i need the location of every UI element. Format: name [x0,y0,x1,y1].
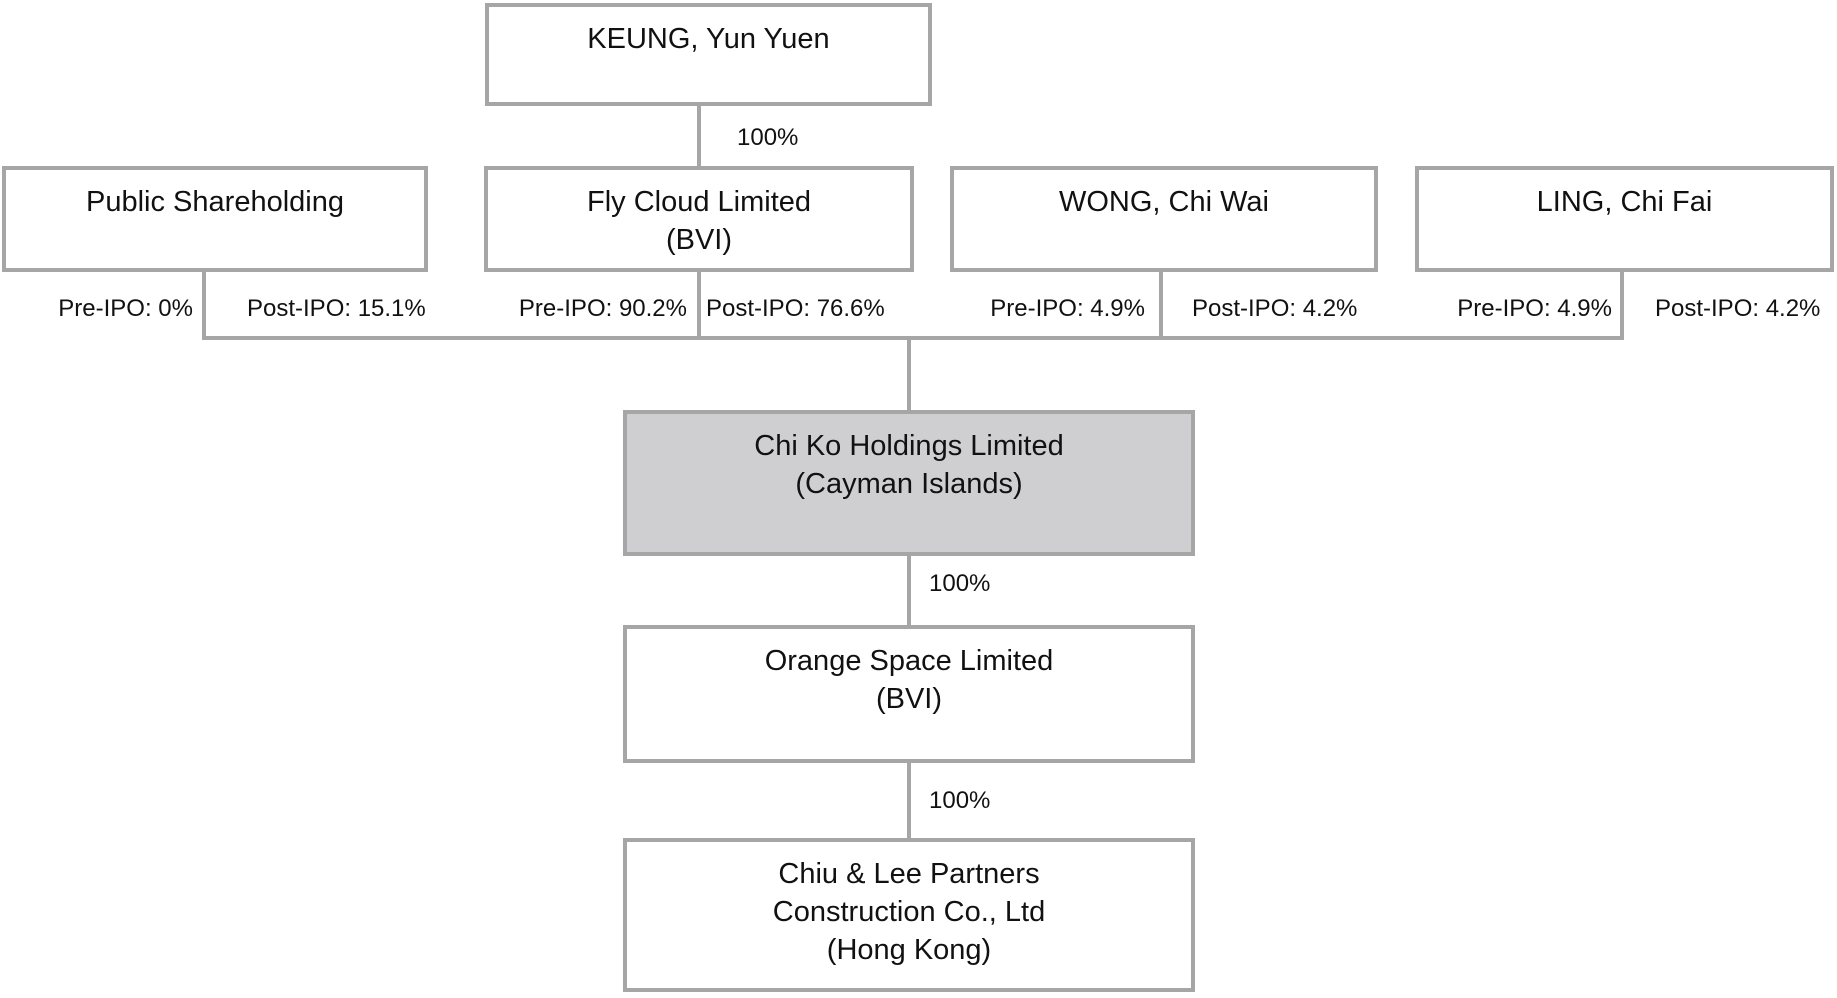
node-chi-ko-label: Chi Ko Holdings Limited [754,430,1064,462]
node-fly-cloud: Fly Cloud Limited (BVI) [484,166,914,272]
connector-orange-space-to-chiu-lee [907,763,911,838]
node-wong-chi-wai: WONG, Chi Wai [950,166,1378,272]
node-wong-label: WONG, Chi Wai [1059,186,1269,218]
label-ling-pre-ipo: Pre-IPO: 4.9% [1457,295,1612,322]
edge-label-keung-fly-cloud: 100% [737,124,799,151]
node-ling-chi-fai: LING, Chi Fai [1415,166,1834,272]
connector-ling-down [1620,272,1624,340]
node-chiu-lee-label-line1: Chiu & Lee Partners [778,858,1040,890]
node-keung-yun-yuen: KEUNG, Yun Yuen [485,3,932,106]
node-chiu-lee-label-line2: Construction Co., Ltd [772,896,1046,928]
node-fly-cloud-label: Fly Cloud Limited [586,186,812,218]
connector-keung-to-fly-cloud [697,106,701,166]
connector-bus-to-chi-ko [907,340,911,410]
label-public-pre-ipo: Pre-IPO: 0% [58,295,193,322]
node-orange-space-jurisdiction: (BVI) [875,683,943,715]
connector-horizontal-bus [202,336,1624,340]
label-fly-cloud-pre-ipo: Pre-IPO: 90.2% [518,295,687,322]
node-chiu-lee-partners: Chiu & Lee Partners Construction Co., Lt… [623,838,1195,992]
label-public-post-ipo: Post-IPO: 15.1% [247,295,426,322]
edge-label-chi-ko-orange: 100% [929,570,991,597]
connector-chi-ko-to-orange-space [907,556,911,625]
label-wong-post-ipo: Post-IPO: 4.2% [1192,295,1358,322]
connector-wong-down [1159,272,1163,340]
node-orange-space: Orange Space Limited (BVI) [623,625,1195,763]
node-chiu-lee-jurisdiction: (Hong Kong) [826,934,992,966]
connector-fly-cloud-down [697,272,701,340]
edge-label-orange-chiu-lee: 100% [929,787,991,814]
label-ling-post-ipo: Post-IPO: 4.2% [1655,295,1821,322]
node-fly-cloud-jurisdiction: (BVI) [665,224,733,256]
node-public-shareholding: Public Shareholding [2,166,428,272]
node-chi-ko-jurisdiction: (Cayman Islands) [795,468,1023,500]
node-chi-ko-holdings: Chi Ko Holdings Limited (Cayman Islands) [623,410,1195,556]
connector-public-down [202,272,206,340]
node-orange-space-label: Orange Space Limited [764,645,1054,677]
label-fly-cloud-post-ipo: Post-IPO: 76.6% [706,295,885,322]
label-wong-pre-ipo: Pre-IPO: 4.9% [990,295,1145,322]
node-public-label: Public Shareholding [86,186,344,218]
node-keung-label: KEUNG, Yun Yuen [587,23,830,55]
node-ling-label: LING, Chi Fai [1536,186,1713,218]
